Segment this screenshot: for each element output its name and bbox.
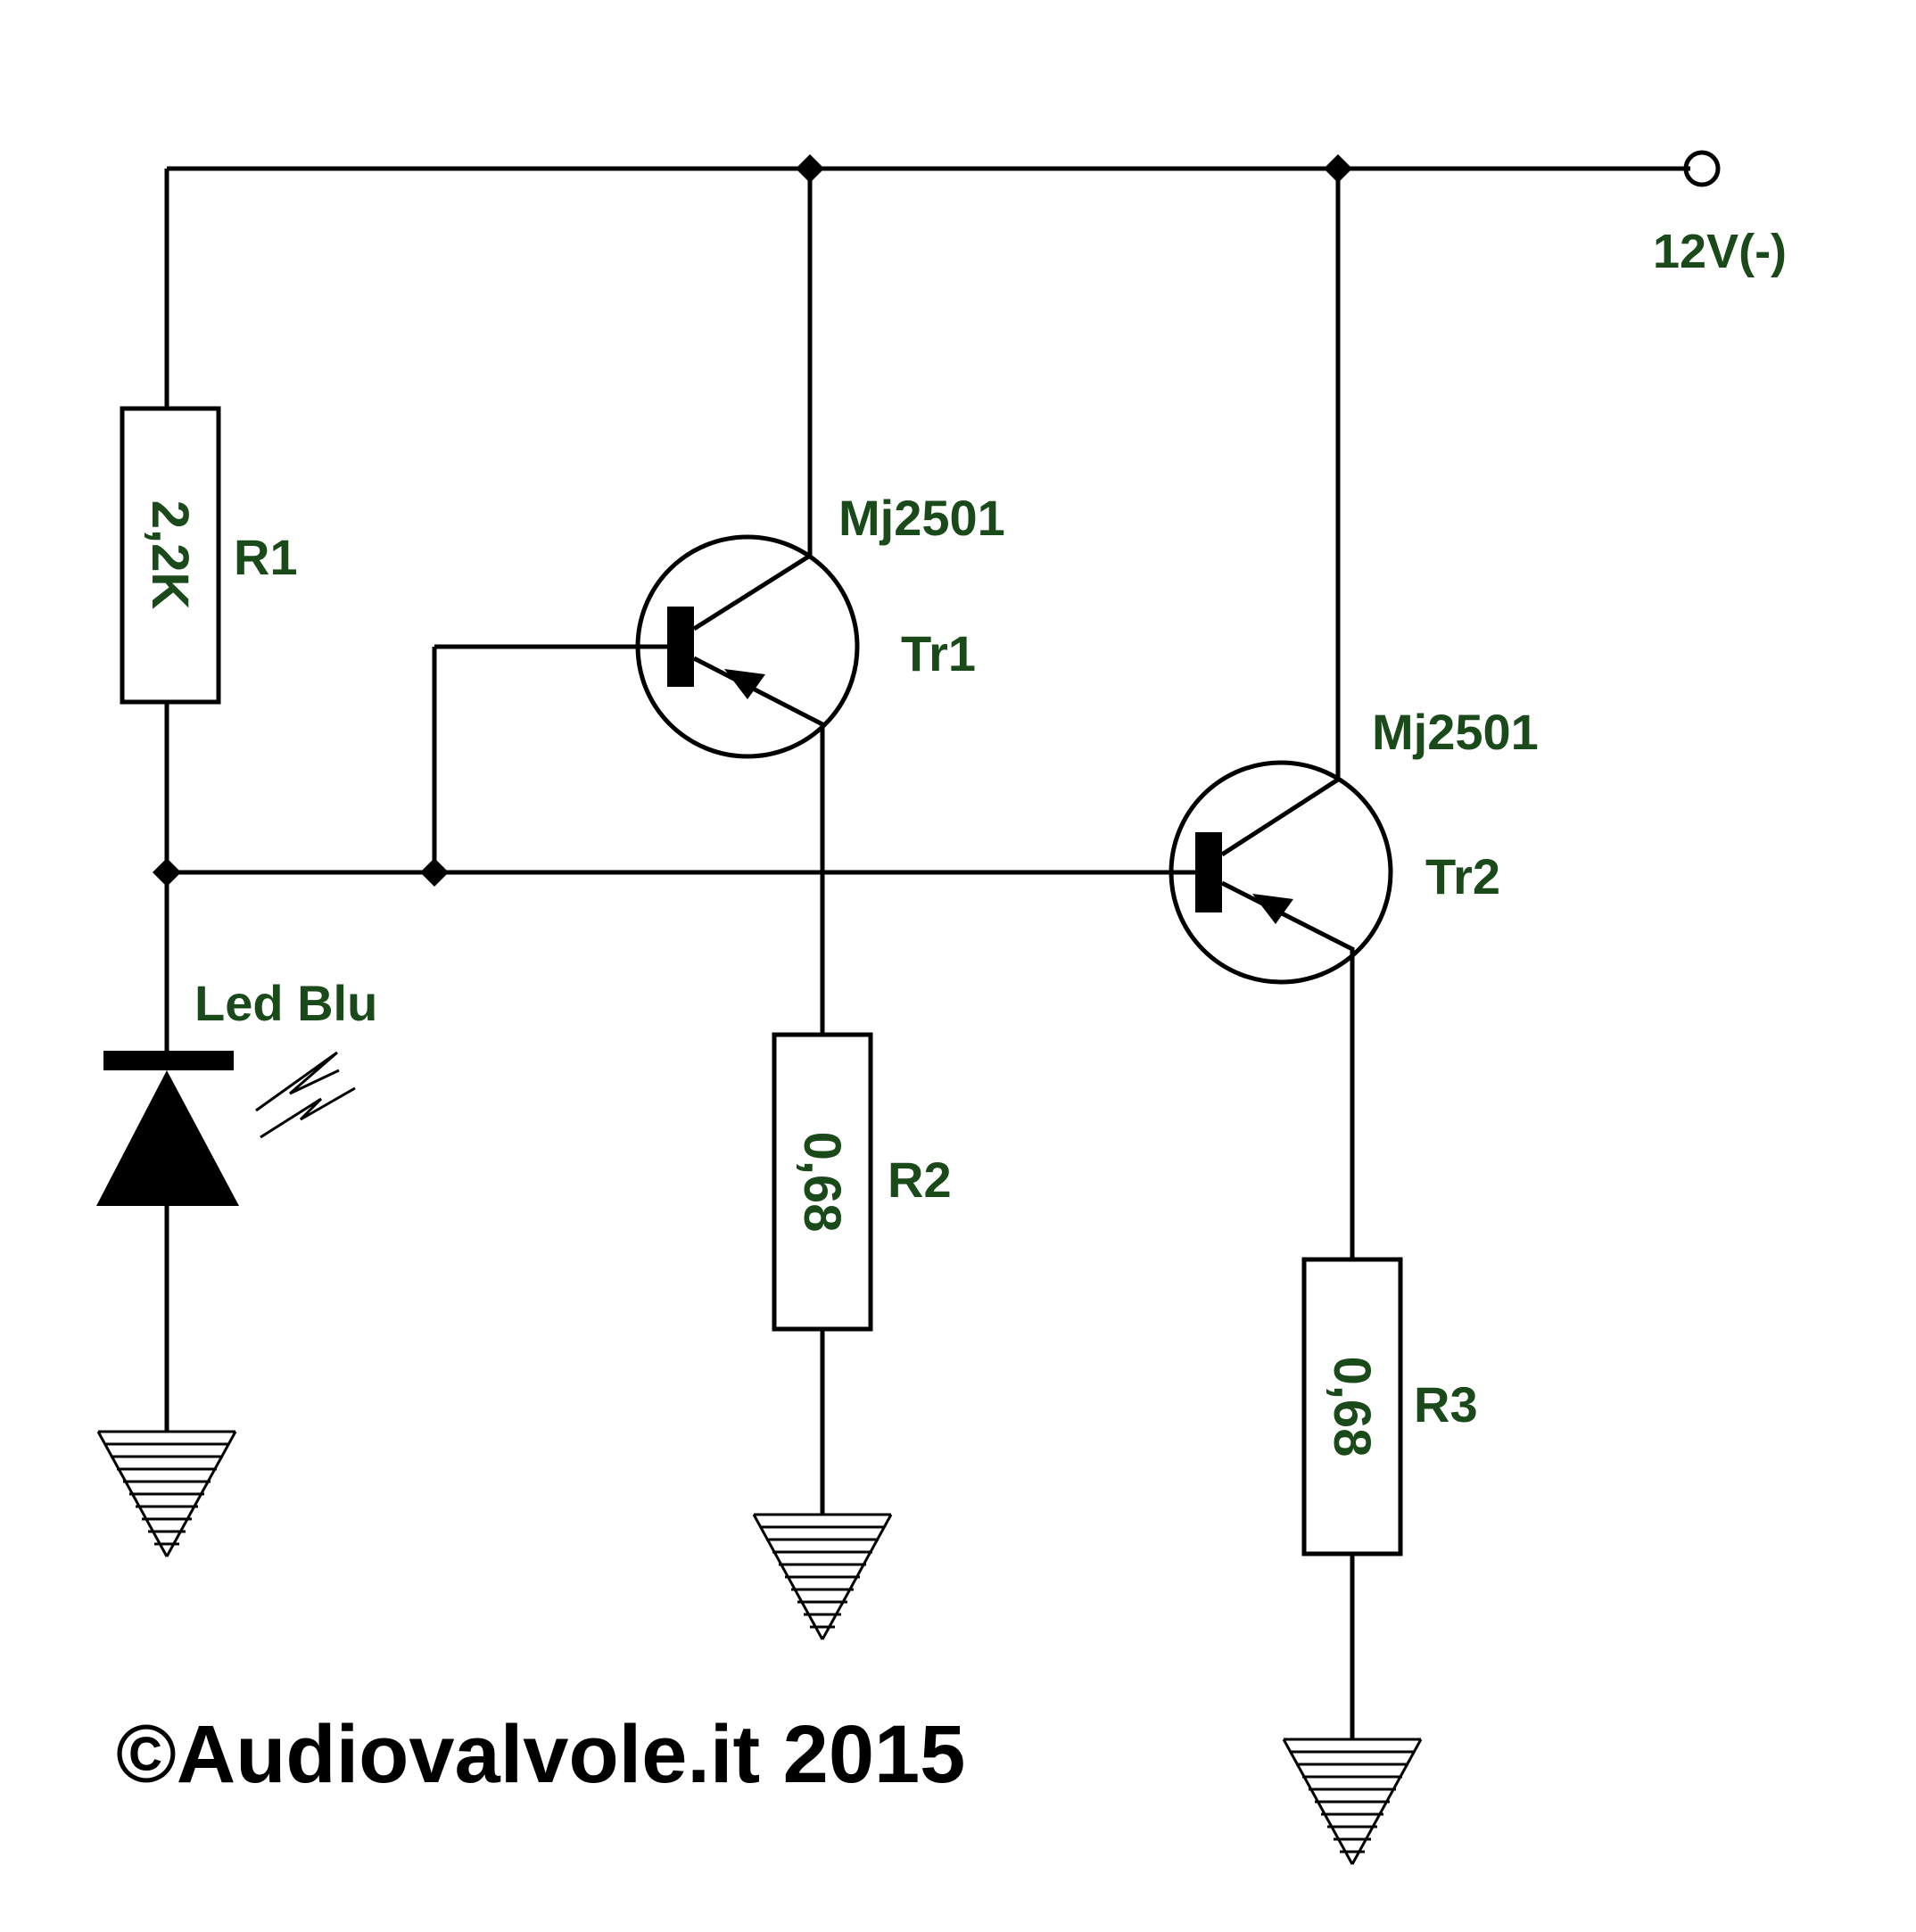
ground-symbol-1 — [96, 1430, 237, 1557]
resistor-value: 0,68 — [1323, 1357, 1381, 1457]
transistor-envelope — [635, 534, 860, 759]
resistor-body — [120, 406, 221, 705]
supply-label: 12V(-) — [1653, 225, 1787, 278]
transistor-part: Mj2501 — [838, 490, 1005, 546]
transistor-collector — [1220, 777, 1340, 857]
led-name: Led Blu — [194, 975, 377, 1031]
transistor-name: Tr2 — [1425, 848, 1500, 904]
junctions — [153, 154, 1352, 887]
led-triangle — [96, 1070, 239, 1206]
transistor-part: Mj2501 — [1372, 704, 1539, 760]
resistor-body — [772, 1032, 873, 1332]
emitter-arrow-icon — [1252, 894, 1293, 924]
light-emission-icon — [255, 1051, 340, 1112]
transistor-base-bar — [1195, 832, 1222, 912]
resistor-r1: 2,2K R1 — [120, 406, 298, 705]
wires — [164, 166, 1690, 1739]
copyright-notice: ©Audiovalvole.it 2015 — [116, 1709, 965, 1800]
ground-symbol-2 — [752, 1513, 893, 1640]
resistor-name: R1 — [234, 529, 298, 585]
resistor-value: 2,2K — [141, 500, 199, 610]
resistor-r3: 0,68 R3 — [1301, 1257, 1478, 1556]
transistor-base-bar — [667, 607, 694, 687]
resistor-name: R2 — [888, 1152, 952, 1208]
transistor-tr2: Mj2501 Tr2 — [1160, 704, 1539, 985]
junction-dot — [153, 858, 181, 887]
junction-dot — [420, 858, 449, 887]
resistor-body — [1301, 1257, 1403, 1556]
resistor-value: 0,68 — [793, 1132, 851, 1233]
resistor-r2: 0,68 R2 — [772, 1032, 952, 1332]
transistor-emitter — [1220, 880, 1354, 952]
ground-symbol-3 — [1282, 1738, 1423, 1865]
junction-dot — [796, 154, 824, 183]
transistor-name: Tr1 — [901, 625, 976, 681]
emitter-arrow-icon — [724, 669, 765, 699]
transistor-collector — [692, 553, 812, 632]
transistor-emitter — [692, 656, 824, 727]
transistor-tr1: Mj2501 Tr1 — [635, 490, 1005, 759]
light-emission-icon — [260, 1086, 356, 1139]
supply-terminal — [1683, 150, 1721, 187]
resistor-name: R3 — [1414, 1376, 1478, 1432]
junction-dot — [1324, 154, 1352, 183]
led-blue: Led Blu — [96, 975, 377, 1206]
led-cathode-bar — [103, 1051, 234, 1070]
